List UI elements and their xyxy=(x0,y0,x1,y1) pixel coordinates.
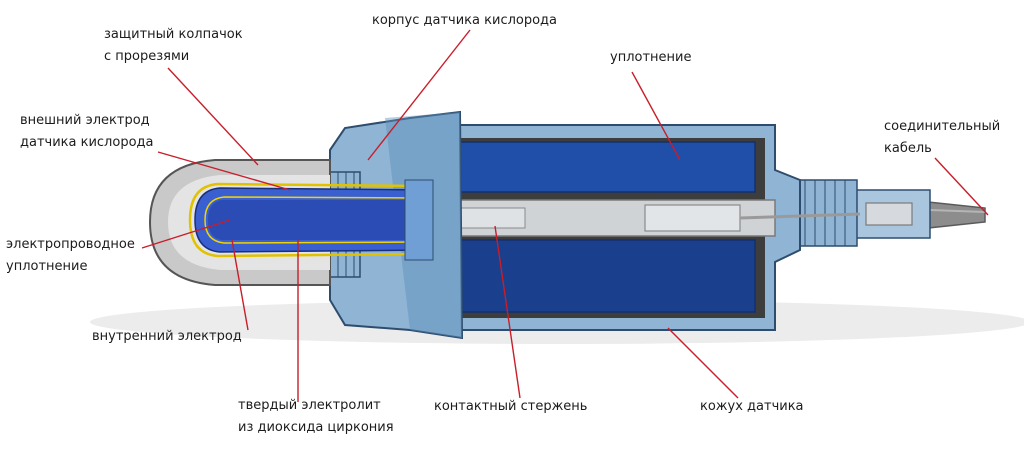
inner-electrode-core xyxy=(208,200,430,240)
label-connecting-cable: соединительный кабель xyxy=(884,119,1001,156)
leader-protective-cap xyxy=(167,67,259,166)
leader-sensor-housing xyxy=(367,29,471,161)
seal-lower xyxy=(444,239,756,313)
leader-conductive-seal xyxy=(141,219,231,249)
leader-seal xyxy=(631,71,681,161)
leader-connecting-cable xyxy=(934,157,989,216)
contact-rod-tip xyxy=(454,207,526,229)
label-solid-electrolyte: твердый электролит из диоксида циркония xyxy=(238,398,394,435)
leader-inner-electrode xyxy=(231,239,249,331)
seal-upper xyxy=(444,141,756,193)
label-protective-cap: защитный колпачок с прорезями xyxy=(104,27,243,64)
label-sensor-housing: корпус датчика кислорода xyxy=(372,13,558,28)
label-sensor-sleeve: кожух датчика xyxy=(700,399,804,414)
contact-wire xyxy=(739,212,861,220)
cable-strand xyxy=(929,209,986,213)
label-outer-electrode: внешний электрод датчика кислорода xyxy=(20,113,154,150)
leader-outer-electrode xyxy=(157,151,291,191)
contact-rod-core xyxy=(644,204,741,232)
cable xyxy=(927,201,986,229)
leader-lines xyxy=(141,29,989,402)
label-inner-electrode: внутренний электрод xyxy=(92,329,242,344)
label-seal: уплотнение xyxy=(610,50,692,65)
label-contact-rod: контактный стержень xyxy=(434,399,588,414)
conductive-seal xyxy=(404,179,434,261)
cable-crimp xyxy=(865,202,913,226)
leader-contact-rod xyxy=(494,225,521,399)
leader-sensor-sleeve xyxy=(667,327,739,399)
label-conductive-seal: электропроводное уплотнение xyxy=(6,237,135,274)
outer-electrode xyxy=(188,182,421,258)
inner-electrode xyxy=(204,196,421,244)
